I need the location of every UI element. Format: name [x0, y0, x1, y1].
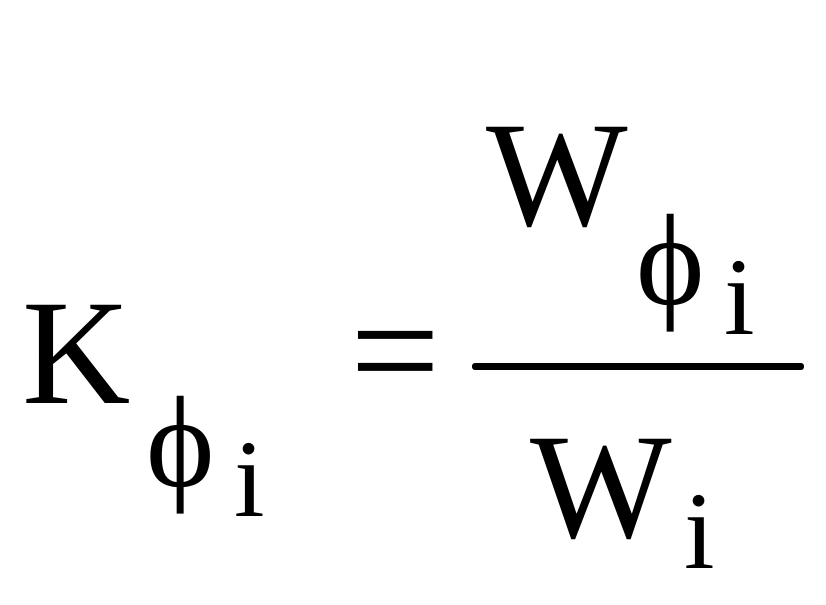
lhs-symbol: K: [22, 270, 131, 436]
equals-sign: =: [350, 261, 441, 439]
numerator-symbol: W: [486, 92, 628, 258]
numerator-subscript-phi: ϕ: [636, 189, 705, 333]
numerator-subscript-index: i: [724, 236, 755, 358]
lhs-subscript-index: i: [234, 418, 265, 540]
denominator-subscript-index: i: [684, 470, 715, 592]
denominator-symbol: W: [530, 404, 672, 570]
lhs-subscript-phi: ϕ: [146, 371, 215, 515]
fraction-bar: [472, 363, 804, 370]
